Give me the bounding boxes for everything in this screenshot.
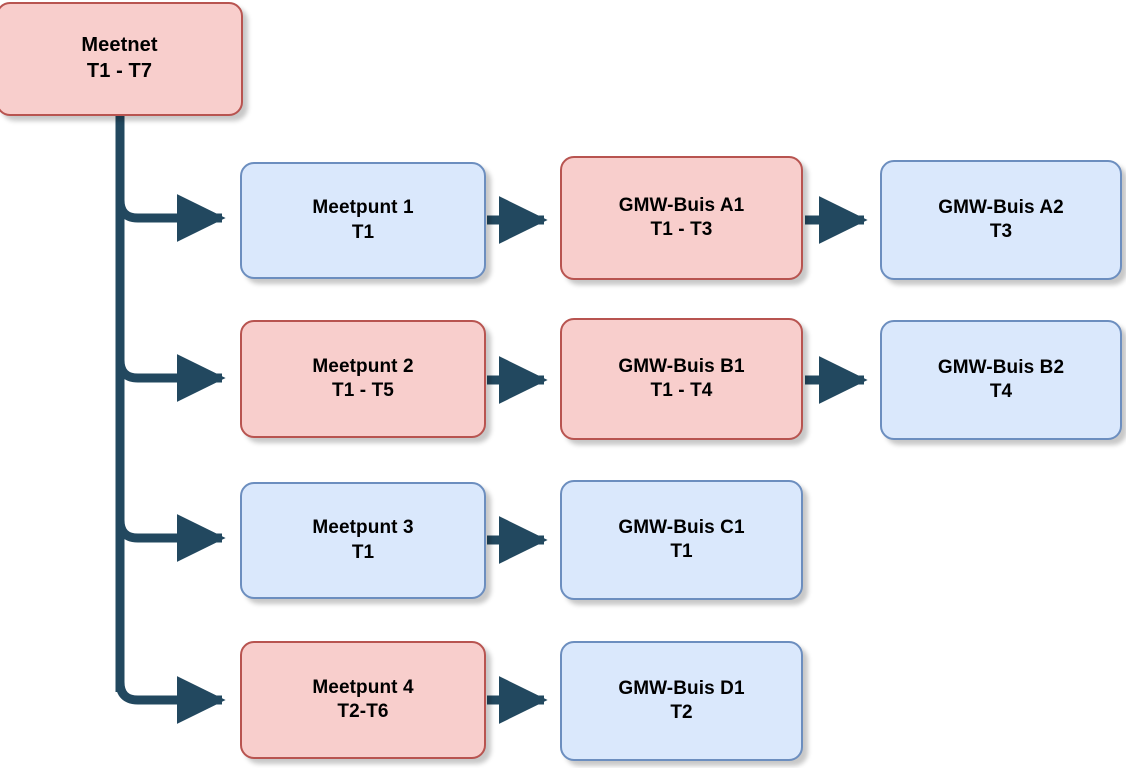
node-gmw-buis-d1[interactable]: GMW-Buis D1 T2 (560, 641, 803, 761)
node-meetpunt-3-title: Meetpunt 3 (312, 517, 414, 539)
node-gmw-buis-b1-subtitle: T1 - T4 (650, 380, 713, 401)
node-gmw-buis-a2-title: GMW-Buis A2 (938, 196, 1064, 218)
node-meetpunt-4[interactable]: Meetpunt 4 T2-T6 (240, 641, 486, 759)
node-meetpunt-3-subtitle: T1 (351, 541, 375, 563)
node-gmw-buis-a1[interactable]: GMW-Buis A1 T1 - T3 (560, 156, 803, 280)
node-meetnet-subtitle: T1 - T7 (86, 60, 153, 82)
node-gmw-buis-b1[interactable]: GMW-Buis B1 T1 - T4 (560, 318, 803, 440)
node-gmw-buis-b2-subtitle: T4 (989, 381, 1013, 402)
node-gmw-buis-d1-subtitle: T2 (670, 702, 693, 723)
node-meetpunt-1-subtitle: T1 (351, 221, 375, 243)
node-gmw-buis-c1-subtitle: T1 (670, 541, 693, 562)
node-meetpunt-2-title: Meetpunt 2 (312, 355, 414, 377)
node-meetpunt-2-subtitle: T1 - T5 (332, 380, 394, 401)
node-gmw-buis-c1[interactable]: GMW-Buis C1 T1 (560, 480, 803, 600)
node-meetpunt-1-title: Meetpunt 1 (312, 197, 414, 219)
node-meetnet[interactable]: Meetnet T1 - T7 (0, 2, 243, 116)
node-gmw-buis-b2-title: GMW-Buis B2 (937, 356, 1065, 378)
node-meetpunt-4-subtitle: T2-T6 (337, 701, 389, 722)
node-meetpunt-2[interactable]: Meetpunt 2 T1 - T5 (240, 320, 486, 438)
node-gmw-buis-a2-subtitle: T3 (989, 221, 1013, 242)
node-meetnet-title: Meetnet (81, 34, 158, 57)
branch-arrow-row-4 (115, 676, 226, 724)
node-gmw-buis-a1-subtitle: T1 - T3 (650, 219, 713, 240)
branch-arrow-row-1 (115, 194, 226, 242)
branch-arrow-row-3 (115, 514, 226, 562)
branch-arrow-row-2 (115, 354, 226, 402)
node-meetpunt-1[interactable]: Meetpunt 1 T1 (240, 162, 486, 279)
node-gmw-buis-d1-title: GMW-Buis D1 (618, 677, 745, 699)
node-gmw-buis-a1-title: GMW-Buis A1 (618, 194, 745, 216)
node-meetpunt-4-title: Meetpunt 4 (312, 676, 414, 698)
node-meetpunt-3[interactable]: Meetpunt 3 T1 (240, 482, 486, 599)
node-gmw-buis-a2[interactable]: GMW-Buis A2 T3 (880, 160, 1122, 280)
node-gmw-buis-b1-title: GMW-Buis B1 (618, 355, 745, 377)
node-gmw-buis-c1-title: GMW-Buis C1 (618, 516, 745, 538)
node-gmw-buis-b2[interactable]: GMW-Buis B2 T4 (880, 320, 1122, 440)
